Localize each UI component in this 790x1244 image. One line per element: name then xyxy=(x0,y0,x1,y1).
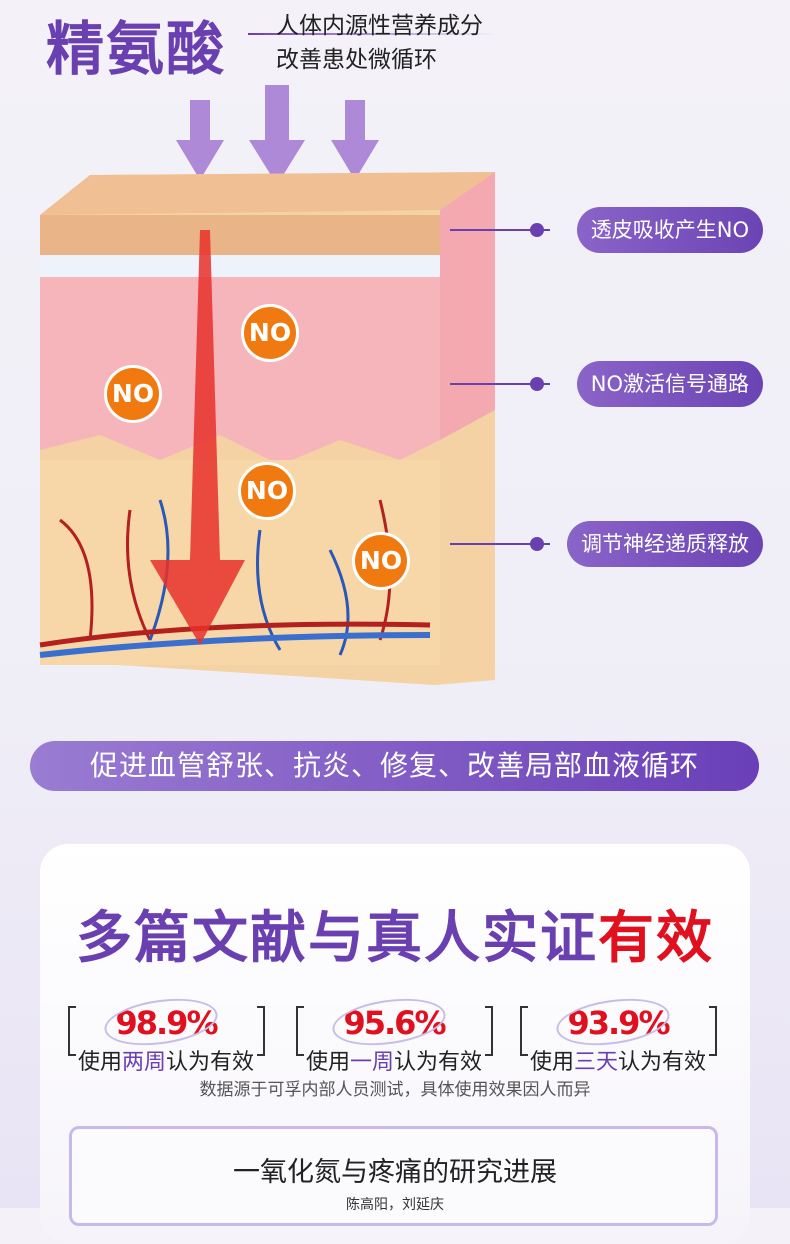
stat-item: 98.9% 使用两周认为有效 xyxy=(66,1004,266,1076)
paper-authors: 陈高阳，刘延庆 xyxy=(346,1197,444,1213)
paper-title: 一氧化氮与疼痛的研究进展 xyxy=(233,1157,557,1188)
connector-dot xyxy=(530,537,544,551)
subtitle-1: 人体内源性营养成分 xyxy=(276,13,483,39)
stat-desc: 使用两周认为有效 xyxy=(77,1050,255,1075)
skin-diagram: NO NO NO NO xyxy=(0,80,790,720)
no-badge: NO xyxy=(241,304,299,362)
no-badge: NO xyxy=(352,532,410,590)
stat-desc: 使用一周认为有效 xyxy=(305,1050,483,1075)
no-badge: NO xyxy=(238,462,296,520)
stat-value: 95.6% xyxy=(294,1004,494,1042)
stat-item: 93.9% 使用三天认为有效 xyxy=(518,1004,718,1076)
connector xyxy=(450,543,550,545)
product-title: 精氨酸 xyxy=(46,15,227,83)
section-title: 多篇文献与真人实证有效 xyxy=(0,893,790,974)
stat-value: 93.9% xyxy=(518,1004,718,1042)
no-badge: NO xyxy=(104,365,162,423)
callout-signal: NO激活信号通路 xyxy=(576,361,763,407)
callout-neuro: 调节神经递质释放 xyxy=(567,521,763,567)
divider xyxy=(248,33,498,35)
title-main: 多篇文献与真人实证 xyxy=(76,906,598,971)
arrow-icons xyxy=(176,85,379,185)
subtitle-2: 改善患处微循环 xyxy=(276,47,437,73)
stat-value: 98.9% xyxy=(66,1004,266,1042)
connector xyxy=(450,229,550,231)
callout-absorption: 透皮吸收产生NO xyxy=(576,207,763,253)
connector xyxy=(450,383,550,385)
stat-desc: 使用三天认为有效 xyxy=(529,1050,707,1075)
disclaimer: 数据源于可孚内部人员测试，具体使用效果因人而异 xyxy=(199,1080,591,1100)
connector-dot xyxy=(530,223,544,237)
connector-dot xyxy=(530,377,544,391)
stat-item: 95.6% 使用一周认为有效 xyxy=(294,1004,494,1076)
benefits-banner: 促进血管舒张、抗炎、修复、改善局部血液循环 xyxy=(30,741,759,791)
title-highlight: 有效 xyxy=(598,906,714,971)
